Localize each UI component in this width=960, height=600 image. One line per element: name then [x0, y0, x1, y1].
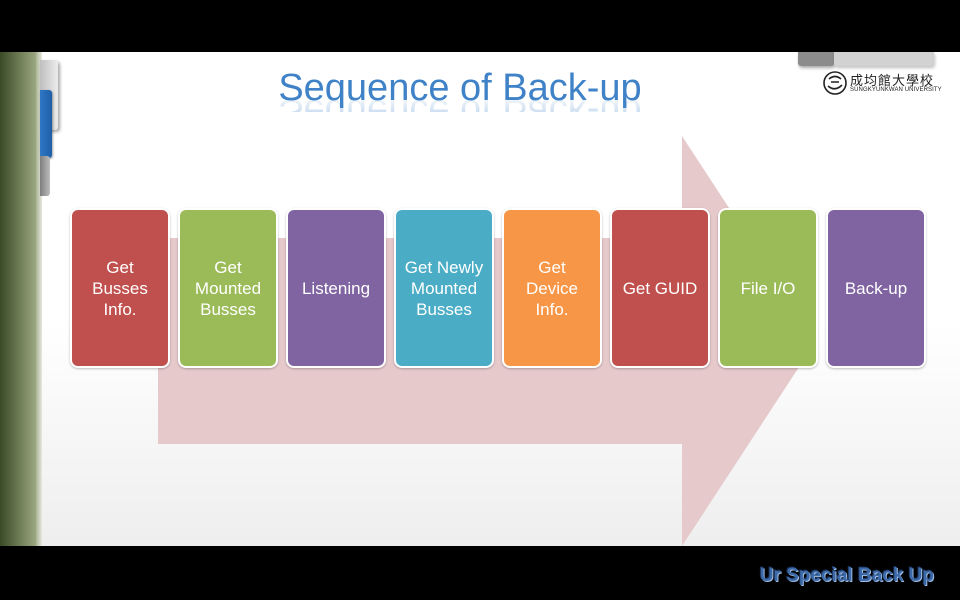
university-logo: 成均館大學校 SUNGKYUNKWAN UNIVERSITY: [822, 70, 942, 100]
process-step: Get Newly Mounted Busses: [394, 208, 494, 368]
process-step: Get Mounted Busses: [178, 208, 278, 368]
process-step: File I/O: [718, 208, 818, 368]
process-step: Get Busses Info.: [70, 208, 170, 368]
footer-title: Ur Special Back Up: [759, 565, 934, 586]
process-step-label: Get Mounted Busses: [194, 257, 262, 319]
dark-gray-side-tab: [40, 156, 50, 196]
process-step-label: Get Device Info.: [526, 257, 578, 319]
process-step: Get GUID: [610, 208, 710, 368]
top-black-bar: [0, 0, 960, 52]
title-reflection: Sequence of Back-up: [240, 94, 680, 112]
process-steps: Get Busses Info. Get Mounted Busses Listen…: [70, 208, 930, 372]
process-step-label: Get Busses Info.: [92, 257, 148, 319]
university-seal-icon: [823, 71, 847, 95]
process-step-label: Get Newly Mounted Busses: [404, 257, 484, 319]
corner-tab-light: [834, 52, 934, 66]
left-strip-edge: [36, 52, 42, 546]
title-reflection-text: Sequence of Back-up: [240, 94, 680, 112]
process-step: Get Device Info.: [502, 208, 602, 368]
process-step-label: Back-up: [844, 278, 908, 298]
left-decorative-strip: [0, 52, 36, 546]
process-step: Back-up: [826, 208, 926, 368]
process-step-label: Get GUID: [622, 278, 698, 298]
page-title: Sequence of Back-up: [278, 67, 642, 109]
bottom-black-bar: [0, 546, 960, 600]
blue-side-tab: [40, 90, 52, 158]
process-step: Listening: [286, 208, 386, 368]
process-step-label: Listening: [301, 278, 371, 298]
corner-tab-dark: [798, 52, 834, 66]
process-step-label: File I/O: [740, 278, 796, 298]
logo-english-text: SUNGKYUNKWAN UNIVERSITY: [850, 87, 942, 93]
logo-chinese-text: 成均館大學校: [850, 74, 935, 89]
